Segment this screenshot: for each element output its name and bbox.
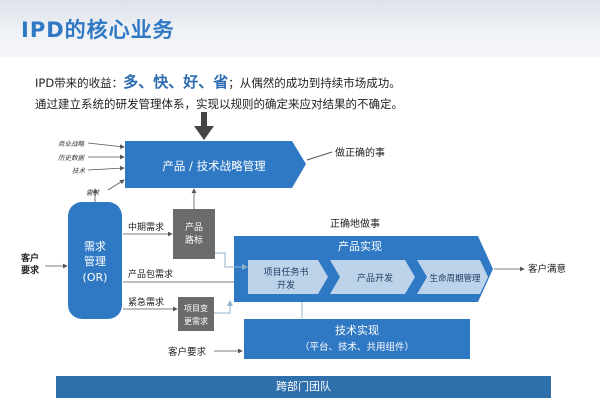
product-realization-label: 产品实现 [338, 239, 382, 253]
header-band [0, 0, 600, 57]
page-title: IPD的核心业务 [21, 18, 175, 42]
package-req-label: 产品包需求 [128, 268, 173, 280]
stage-product-dev [330, 260, 415, 294]
strategy-inputs: 商业战略 历史数据 技术 需求 [58, 140, 125, 197]
urgent-req-label: 紧急需求 [128, 296, 164, 308]
input-history-data: 历史数据 [58, 154, 86, 162]
tech-realization-line-2: （平台、技术、共用组件） [300, 341, 414, 353]
benefits-suffix: ；从偶然的成功到持续市场成功。 [228, 76, 401, 90]
benefit-more: 多 [123, 73, 139, 91]
stage-lifecycle [417, 260, 488, 294]
tech-realization-line-1: 技术实现 [335, 323, 379, 337]
change-req-line-2: 更需求 [184, 316, 208, 326]
customer-satisfaction-label: 客户满意 [528, 263, 566, 275]
strategy-box [125, 141, 306, 188]
tech-realization-box [244, 319, 470, 359]
strategy-box-label: 产品 / 技术战略管理 [162, 159, 266, 173]
stage-lifecycle-label: 生命周期管理 [429, 273, 481, 284]
benefit-good: 好 [183, 73, 199, 91]
customer-req-left-line-1: 客户 [20, 252, 39, 264]
change-req-box [178, 297, 214, 331]
or-box-line-3: (OR) [83, 271, 108, 284]
roadmap-line-2: 路标 [185, 234, 203, 246]
roadmap-to-task-connector [215, 252, 248, 270]
do-right-things-pointer [306, 151, 333, 161]
benefit-fast: 快 [153, 73, 169, 91]
stage-task-book-line-2: 开发 [277, 279, 295, 291]
benefits-prefix: IPD带来的收益： [35, 76, 124, 90]
do-things-right-label: 正确地做事 [330, 217, 380, 230]
stage-product-dev-label: 产品开发 [357, 272, 393, 284]
input-demand: 需求 [86, 189, 101, 197]
method-line: 通过建立系统的研发管理体系，实现以规则的确定来应对结果的不确定。 [35, 97, 403, 111]
benefit-sep-3: 、 [198, 73, 214, 91]
long-term-req-label: 中期需求 [128, 221, 164, 233]
change-req-line-1: 项目变 [184, 303, 208, 313]
or-box-line-1: 需求 [84, 240, 106, 253]
stage-task-book-line-1: 项目任务书 [263, 266, 308, 278]
or-box-line-2: 管理 [84, 254, 106, 268]
customer-req-left-line-2: 要求 [21, 264, 40, 276]
customer-req-bottom-label: 客户要求 [168, 346, 207, 358]
down-arrow-icon [194, 112, 214, 140]
do-right-things-label: 做正确的事 [335, 146, 385, 159]
or-box [68, 202, 122, 319]
stage-task-book [248, 260, 328, 294]
benefit-sep-1: 、 [138, 73, 154, 91]
cross-team-bar: 跨部门团队 [56, 376, 551, 398]
benefits-line: IPD带来的收益：多、快、好、省；从偶然的成功到持续市场成功。 [35, 71, 401, 92]
change-to-realization-connector [214, 300, 233, 314]
roadmap-line-1: 产品 [185, 221, 203, 233]
benefit-save: 省 [213, 73, 229, 91]
input-business-strategy: 商业战略 [58, 140, 86, 148]
input-technology: 技术 [72, 167, 86, 175]
roadmap-box [173, 209, 215, 259]
benefit-sep-2: 、 [168, 73, 184, 91]
